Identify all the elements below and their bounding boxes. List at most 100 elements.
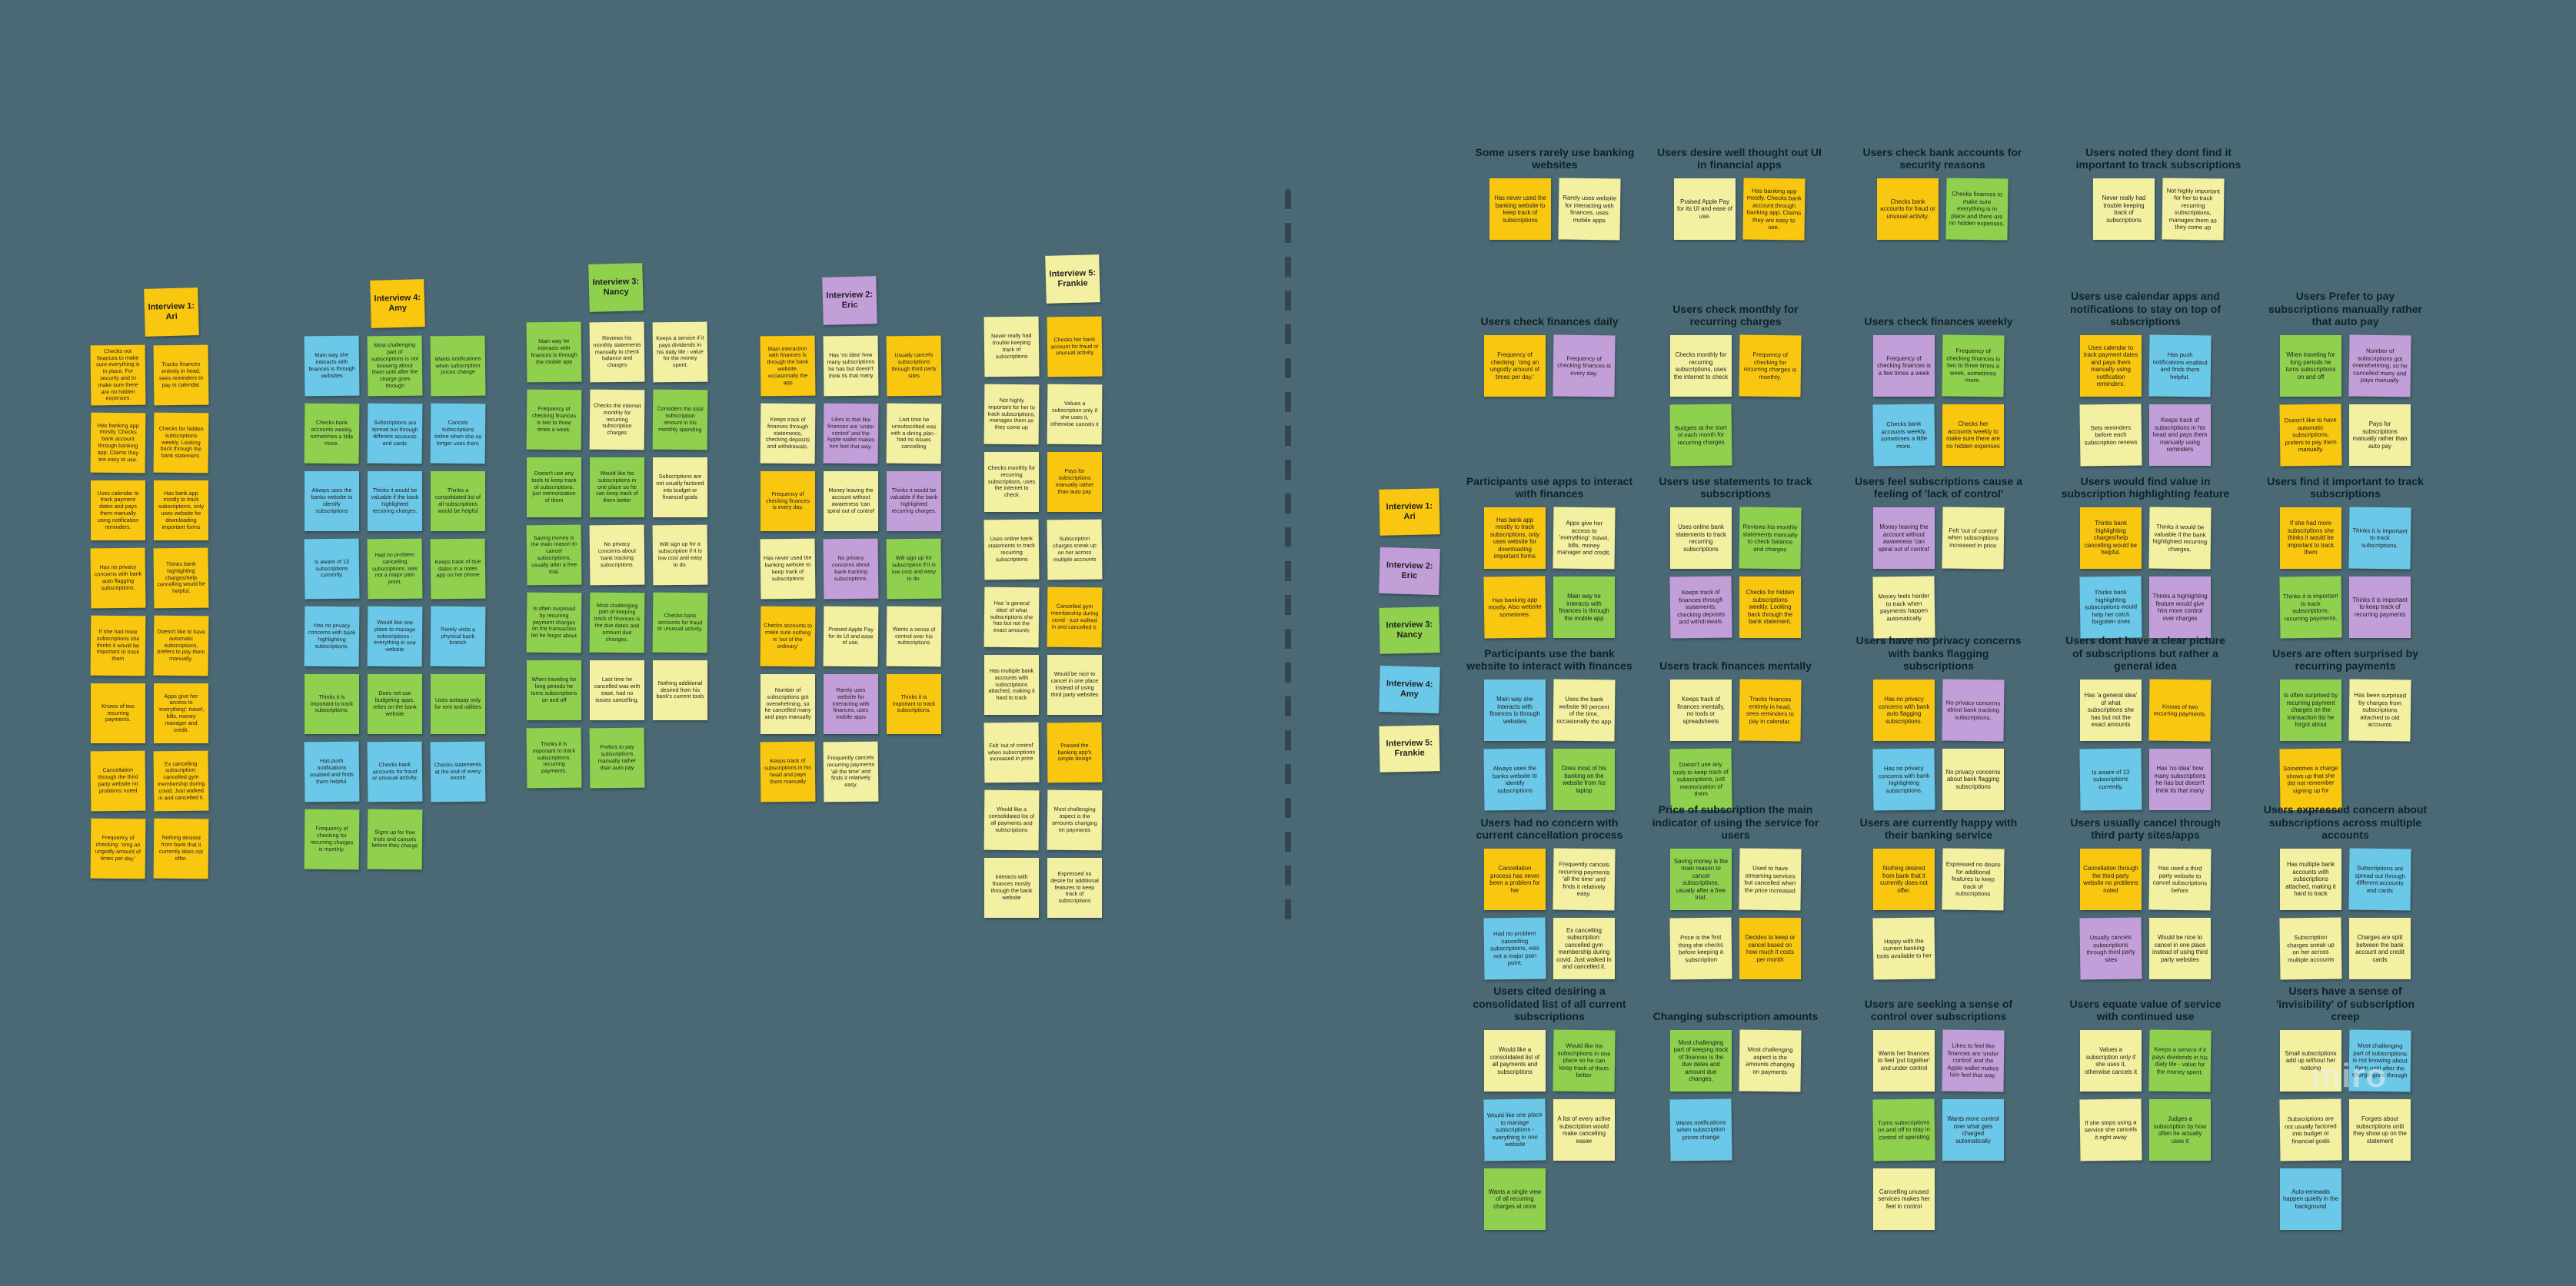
sticky-note[interactable]: Usually cancels subscriptions through th… — [2079, 917, 2142, 980]
sticky-note[interactable]: Checks accounts to make sure nothing is … — [760, 606, 816, 667]
sticky-note[interactable]: Has no privacy concerns with bank auto f… — [1873, 680, 1935, 741]
sticky-note[interactable]: Price is the first thing she checks befo… — [1669, 917, 1732, 980]
sticky-note[interactable]: Thinks it would be valuable if the bank … — [368, 471, 422, 531]
sticky-note[interactable]: Likes to feel like finances are 'under c… — [1942, 1029, 2005, 1092]
sticky-note[interactable]: If she stops using a service she cancels… — [2079, 1098, 2142, 1161]
sticky-note[interactable]: Usually cancels subscriptions through th… — [886, 335, 942, 397]
sticky-note[interactable]: Considers the total subscription amount … — [652, 389, 708, 450]
sticky-note[interactable]: Uses the bank website 90 percent of the … — [1553, 679, 1616, 742]
sticky-note[interactable]: Wants more control over what gets charge… — [1942, 1099, 2004, 1161]
sticky-note[interactable]: Checks bank accounts for fraud or unusua… — [1877, 178, 1939, 240]
sticky-note[interactable]: Charges are split between the bank accou… — [2349, 918, 2411, 979]
sticky-note[interactable]: Thinks it is important to track subscrip… — [526, 727, 582, 789]
sticky-note[interactable]: Checks bank accounts for fraud or unusua… — [367, 741, 423, 803]
interview-header-note[interactable]: Interview 1: Ari — [144, 287, 199, 337]
sticky-note[interactable]: Frequency of checking finances is every … — [760, 471, 815, 531]
sticky-note[interactable]: Wants notifications when subscription pr… — [430, 335, 486, 397]
interview-header-note[interactable]: Interview 3: Nancy — [588, 263, 644, 312]
group-title[interactable]: Users find it important to track subscri… — [2267, 474, 2424, 500]
legend-note[interactable]: Interview 3: Nancy — [1379, 606, 1440, 654]
sticky-note[interactable]: Reviews his monthly statements manually … — [1739, 507, 1802, 570]
sticky-note[interactable]: Always uses the banks website to identif… — [1483, 748, 1546, 811]
sticky-note[interactable]: Turns subscriptions on and off to stay i… — [1872, 1098, 1935, 1161]
sticky-note[interactable]: Has multiple bank accounts with subscrip… — [984, 655, 1039, 715]
interview-header-note[interactable]: Interview 2: Eric — [822, 276, 877, 325]
sticky-note[interactable]: Is often surprised by recurring payment … — [526, 592, 582, 653]
sticky-note[interactable]: Keeps track of subscriptions in his head… — [2149, 404, 2211, 466]
sticky-note[interactable]: Cancellation through the third party web… — [90, 750, 146, 812]
sticky-note[interactable]: Has banking app mostly. Checks bank acco… — [90, 412, 146, 474]
sticky-note[interactable]: Has 'a general idea' of what subscriptio… — [983, 587, 1040, 648]
sticky-note[interactable]: Ex cancelling subscription: cancelled gy… — [153, 750, 209, 812]
sticky-note[interactable]: Most challenging part of keeping track o… — [1670, 1030, 1732, 1092]
sticky-note[interactable]: If she had more subscriptions she thinks… — [90, 615, 146, 676]
sticky-note[interactable]: Most challenging aspect is the amounts c… — [1047, 789, 1103, 851]
sticky-note[interactable]: Number of subscriptions got overwhelming… — [760, 674, 815, 734]
sticky-note[interactable]: Cancellation process has never been a pr… — [1484, 849, 1546, 910]
sticky-note[interactable]: Keeps track of subscriptions in his head… — [760, 741, 816, 803]
sticky-note[interactable]: Frequency of checking finances is a few … — [1873, 335, 1935, 397]
group-title[interactable]: Participants use the bank website to int… — [1466, 646, 1632, 673]
sticky-note[interactable]: Thinks bank highlighting charges/help ca… — [2080, 507, 2142, 569]
group-title[interactable]: Participants use apps to interact with f… — [1466, 474, 1633, 500]
sticky-note[interactable]: Checks her accounts weekly to make sure … — [1942, 404, 2004, 466]
sticky-note[interactable]: Expressed no desire for additional featu… — [1047, 858, 1102, 918]
sticky-note[interactable]: Thinks it would be valuable if the bank … — [2148, 507, 2212, 570]
sticky-note[interactable]: Keeps track of finances through statemen… — [760, 403, 816, 464]
sticky-note[interactable]: Keeps a service if it pays dividends in … — [652, 321, 708, 383]
sticky-note[interactable]: Decides to keep or cancel based on how m… — [1739, 918, 1801, 979]
sticky-note[interactable]: Frequency of checking for recurring char… — [1739, 334, 1802, 397]
sticky-note[interactable]: When traveling for long periods he turns… — [527, 660, 581, 720]
sticky-note[interactable]: Wants her finances to feel 'put together… — [1873, 1030, 1935, 1092]
sticky-note[interactable]: Checks monthly for recurring subscriptio… — [1670, 335, 1732, 397]
sticky-note[interactable]: Has never used the banking website to ke… — [760, 538, 816, 600]
sticky-note[interactable]: Cancelled gym membership during covid - … — [1047, 587, 1103, 648]
sticky-note[interactable]: Never really had trouble keeping track o… — [2093, 178, 2155, 240]
sticky-note[interactable]: Tracks finances entirely in head, sees r… — [153, 344, 209, 406]
sticky-note[interactable]: Main way she interacts with finances is … — [304, 335, 360, 397]
sticky-note[interactable]: Subscription charges sneak up on her acr… — [2279, 917, 2342, 980]
sticky-note[interactable]: Checks bank accounts for fraud or unusua… — [652, 592, 708, 653]
sticky-note[interactable]: Reviews his monthly statements manually … — [589, 321, 645, 383]
sticky-note[interactable]: Apps give her access to 'everything': tr… — [154, 683, 208, 743]
sticky-note[interactable]: Rarely uses website for interacting with… — [1558, 178, 1621, 241]
group-title[interactable]: Users equate value of service with conti… — [2069, 997, 2222, 1023]
sticky-note[interactable]: Values a subscription only if she uses i… — [1047, 384, 1103, 445]
sticky-note[interactable]: Checks out finances to make sure everyth… — [90, 344, 146, 406]
sticky-note[interactable]: Checks bank accounts weekly, sometimes a… — [1872, 404, 1935, 467]
sticky-note[interactable]: Nothing desired from bank that it curren… — [1873, 849, 1935, 910]
sticky-note[interactable]: Most challenging part of keeping track o… — [589, 592, 645, 653]
group-title[interactable]: Users track finances mentally — [1659, 660, 1812, 673]
interview-header-note[interactable]: Interview 5: Frankie — [1045, 254, 1100, 304]
group-title[interactable]: Users feel subscriptions cause a feeling… — [1855, 474, 2022, 500]
sticky-note[interactable]: Does most of his banking on the website … — [1553, 749, 1615, 810]
legend-note[interactable]: Interview 1: Ari — [1379, 488, 1440, 536]
sticky-note[interactable]: Will sign up for subscription if it is l… — [886, 538, 942, 600]
sticky-note[interactable]: Has banking app mostly. Also website som… — [1483, 576, 1546, 639]
sticky-note[interactable]: Checks for hidden subscriptions weekly. … — [153, 412, 209, 474]
sticky-note[interactable]: Is aware of 13 subscriptions currently. — [304, 538, 360, 600]
sticky-note[interactable]: Thinks it is important to track subscrip… — [2348, 507, 2411, 570]
sticky-note[interactable]: Ex cancelling subscription: cancelled gy… — [1553, 918, 1615, 979]
sticky-note[interactable]: Has no privacy concerns with bank highli… — [1872, 748, 1935, 811]
sticky-note[interactable]: Thinks it is important to track subscrip… — [887, 674, 941, 734]
sticky-note[interactable]: Subscriptions are spread out through dif… — [367, 403, 423, 464]
group-title[interactable]: Users check finances daily — [1480, 315, 1619, 328]
sticky-note[interactable]: Uses autopay only for rent and utilities — [431, 674, 485, 734]
group-title[interactable]: Users desire well thought out UI in fina… — [1657, 145, 1822, 171]
sticky-note[interactable]: Is often surprised by recurring payment … — [2280, 680, 2341, 741]
sticky-note[interactable]: Apps give her access to 'everything': tr… — [1553, 507, 1616, 570]
sticky-note[interactable]: Sometimes a charge shows up that she did… — [2279, 748, 2342, 811]
sticky-note[interactable]: If she had more subscriptions she thinks… — [2280, 507, 2341, 569]
sticky-note[interactable]: Doesn't like to have automatic subscript… — [153, 615, 209, 676]
sticky-note[interactable]: Uses calendar to track payment dates and… — [91, 480, 145, 540]
sticky-note[interactable]: Money feels harder to track when payment… — [1872, 576, 1935, 639]
sticky-note[interactable]: No privacy concerns about bank tracking … — [823, 538, 879, 600]
sticky-note[interactable]: Does not use budgeting apps, relies on t… — [368, 674, 422, 734]
sticky-note[interactable]: Has used a third party website to cancel… — [2148, 848, 2212, 911]
sticky-note[interactable]: Keeps track of finances mentally, no too… — [1670, 680, 1732, 741]
sticky-note[interactable]: Always uses the banks website to identif… — [305, 471, 359, 531]
interview-header-note[interactable]: Interview 4: Amy — [370, 279, 425, 328]
sticky-note[interactable]: Sets reminders before each subscription … — [2079, 404, 2142, 467]
sticky-note[interactable]: Had no problem cancelling subscriptions,… — [1483, 917, 1546, 980]
